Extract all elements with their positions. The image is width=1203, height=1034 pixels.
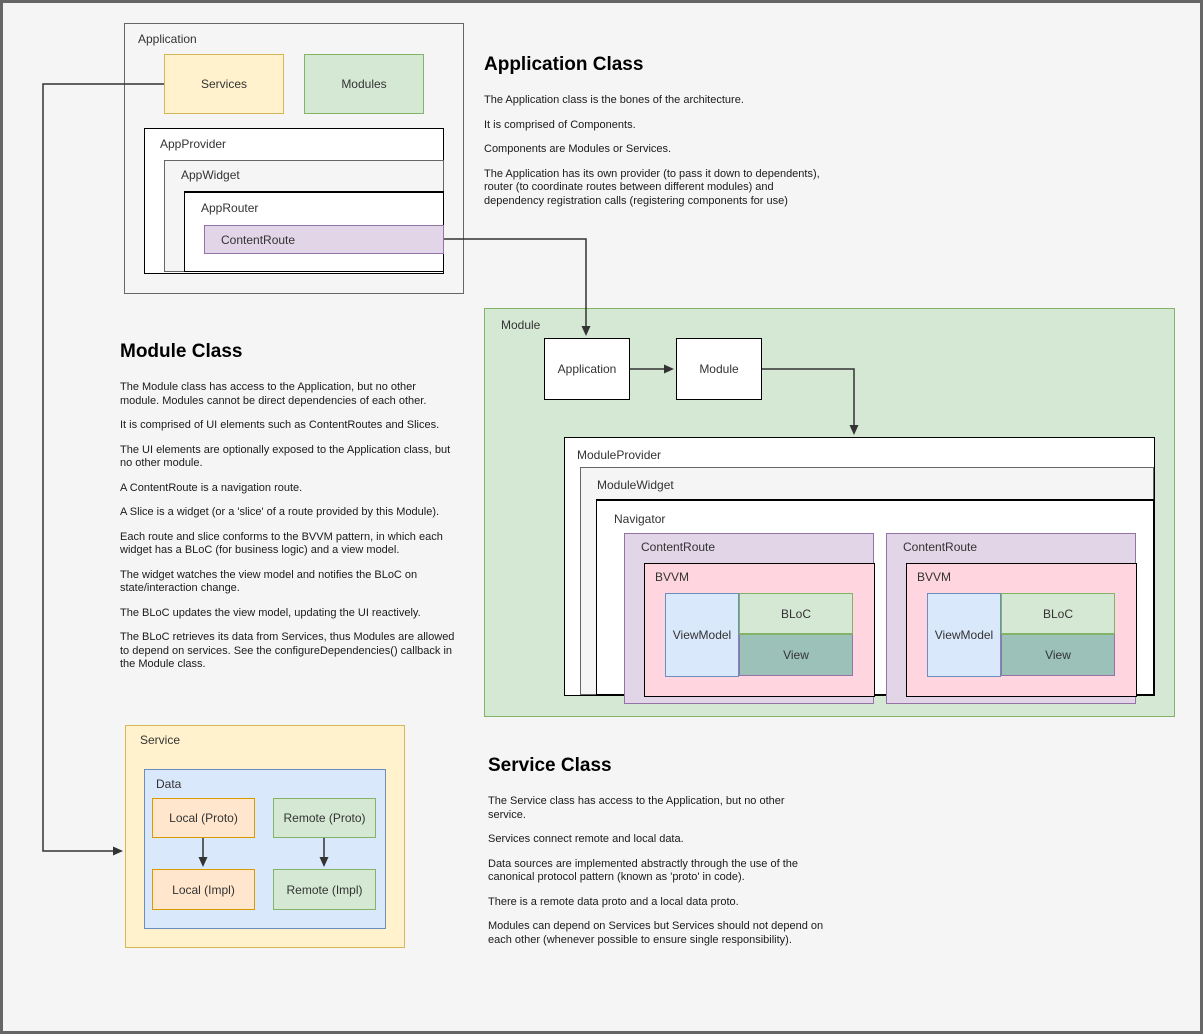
modules-label: Modules — [341, 77, 387, 91]
bloc-label: BLoC — [780, 606, 812, 621]
module-container-label: Module — [501, 318, 541, 332]
view-model-box[interactable]: ViewModel — [927, 593, 1001, 677]
bvvm-label: BVVM — [917, 570, 952, 584]
service-class-paragraph: Modules can depend on Services but Servi… — [488, 920, 824, 946]
application-class-text: Application Class The Application class … — [484, 53, 852, 219]
module-widget-label: ModuleWidget — [597, 478, 674, 492]
modules-box[interactable]: Modules — [304, 54, 424, 114]
service-class-text: Service Class The Service class has acce… — [488, 754, 843, 958]
bloc-box[interactable]: BLoC — [739, 593, 853, 634]
module-class-paragraph: It is comprised of UI elements such as C… — [120, 419, 440, 431]
data-label: Data — [156, 777, 182, 791]
application-class-paragraph: The Application class is the bones of th… — [484, 94, 744, 106]
services-box[interactable]: Services — [164, 54, 284, 114]
service-class-paragraph: There is a remote data proto and a local… — [488, 895, 739, 908]
view-label: View — [783, 648, 809, 662]
service-class-paragraph: The Service class has access to the Appl… — [488, 795, 785, 821]
module-application-box[interactable]: Application — [544, 338, 630, 400]
module-class-paragraph: Each route and slice conforms to the BVV… — [120, 530, 443, 557]
service-class-title: Service Class — [488, 755, 612, 776]
local-impl-label: Local (Impl) — [172, 882, 235, 897]
services-label: Services — [200, 77, 247, 91]
application-container-label: Application — [138, 32, 197, 46]
service-class-paragraph: Data sources are implemented abstractly … — [488, 857, 799, 884]
module-application-label: Application — [557, 362, 617, 376]
content-route-label: ContentRoute — [641, 540, 716, 554]
content-route-label: ContentRoute — [903, 540, 978, 554]
view-label: View — [1045, 648, 1071, 662]
module-class-paragraph: The widget watches the view model and no… — [120, 568, 418, 595]
module-class-title: Module Class — [120, 341, 243, 362]
view-model-label: ViewModel — [934, 628, 994, 642]
module-class-text: Module Class The Module class has access… — [120, 340, 475, 683]
local-proto-label: Local (Proto) — [169, 811, 238, 825]
local-proto-box[interactable]: Local (Proto) — [152, 798, 255, 838]
service-class-paragraph: Services connect remote and local data. — [488, 833, 684, 845]
module-class-paragraph: A ContentRoute is a navigation route. — [120, 481, 303, 494]
app-router-label: AppRouter — [201, 201, 259, 215]
module-provider-label: ModuleProvider — [577, 448, 662, 462]
module-module-label: Module — [699, 362, 739, 376]
bvvm-label: BVVM — [655, 570, 690, 584]
application-class-paragraph: It is comprised of Components. — [484, 118, 636, 131]
remote-impl-box[interactable]: Remote (Impl) — [273, 869, 376, 910]
module-class-paragraph: The Module class has access to the Appli… — [120, 381, 427, 407]
module-class-paragraph: A Slice is a widget (or a 'slice' of a r… — [120, 506, 440, 518]
view-box[interactable]: View — [739, 634, 853, 676]
service-container-label: Service — [140, 733, 181, 747]
app-content-route-box[interactable]: ContentRoute — [204, 225, 444, 254]
remote-impl-label: Remote (Impl) — [286, 882, 363, 897]
application-class-paragraph: The Application has its own provider (to… — [484, 167, 820, 207]
view-box[interactable]: View — [1001, 634, 1115, 676]
local-impl-box[interactable]: Local (Impl) — [152, 869, 255, 910]
application-class-paragraph: Components are Modules or Services. — [484, 143, 672, 155]
bloc-box[interactable]: BLoC — [1001, 593, 1115, 634]
remote-proto-box[interactable]: Remote (Proto) — [273, 798, 376, 838]
remote-proto-label: Remote (Proto) — [283, 811, 366, 825]
app-widget-label: AppWidget — [181, 168, 240, 182]
module-class-paragraph: The UI elements are optionally exposed t… — [120, 443, 451, 470]
application-class-title: Application Class — [484, 54, 644, 75]
module-module-box[interactable]: Module — [676, 338, 762, 400]
view-model-box[interactable]: ViewModel — [665, 593, 739, 677]
module-class-paragraph: The BLoC updates the view model, updatin… — [120, 606, 421, 619]
app-provider-label: AppProvider — [160, 137, 227, 151]
navigator-label: Navigator — [614, 512, 666, 526]
bloc-label: BLoC — [1042, 606, 1074, 621]
view-model-label: ViewModel — [672, 628, 732, 642]
module-class-paragraph: The BLoC retrieves its data from Service… — [120, 631, 455, 670]
app-content-route-label: ContentRoute — [221, 232, 296, 247]
